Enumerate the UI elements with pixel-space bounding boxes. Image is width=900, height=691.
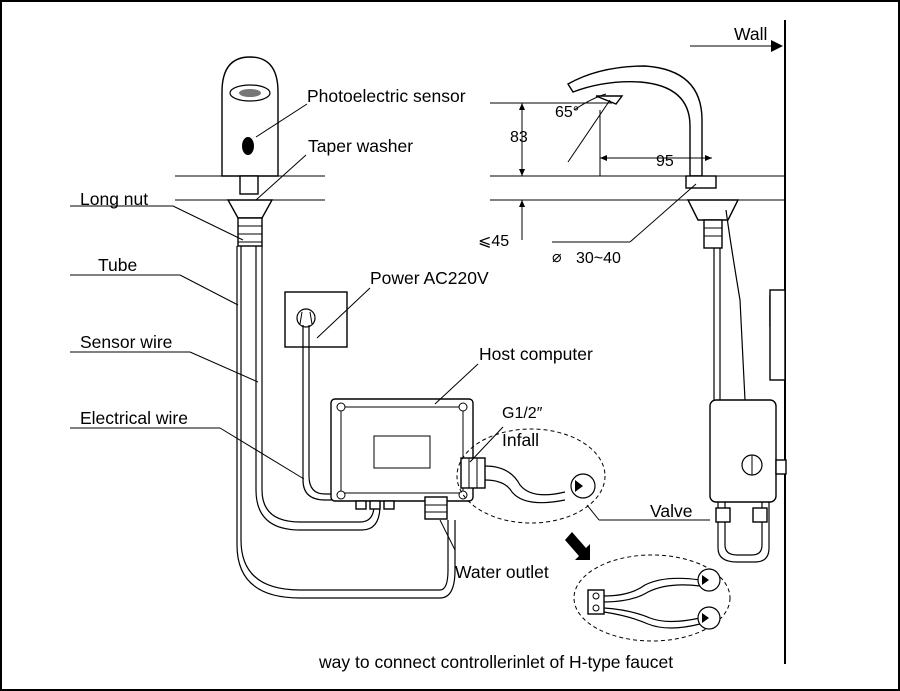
taper-washer-label: Taper washer — [308, 136, 413, 156]
infall-label: Infall — [502, 430, 539, 450]
hole-diameter-label: 30~40 — [576, 250, 621, 267]
caption: way to connect controllerinlet of H-type… — [318, 652, 673, 672]
tube-label: Tube — [98, 255, 137, 275]
angle-label: 65° — [555, 104, 579, 121]
dimension-lines — [490, 93, 712, 243]
thread-label: G1/2″ — [502, 405, 543, 422]
host-computer-label: Host computer — [479, 344, 593, 364]
electrical-wire-label: Electrical wire — [80, 408, 188, 428]
right-faucet — [490, 20, 787, 664]
water-outlet-label: Water outlet — [455, 562, 549, 582]
photoelectric-sensor-icon — [242, 137, 254, 155]
reach-label: 95 — [656, 153, 674, 170]
infall-detail — [456, 428, 606, 524]
power-label: Power AC220V — [370, 268, 489, 288]
wall-label: Wall — [734, 24, 767, 44]
height-label: 83 — [510, 129, 528, 146]
detail-arrow-icon — [565, 532, 590, 560]
leader-lines — [70, 103, 710, 551]
valve-label: Valve — [650, 501, 692, 521]
photoelectric-sensor-label: Photoelectric sensor — [307, 86, 466, 106]
long-nut-label: Long nut — [80, 189, 148, 209]
sensor-wire-label: Sensor wire — [80, 332, 172, 352]
wall-arrow-icon — [771, 40, 783, 52]
diameter-symbol-icon: ⌀ — [552, 249, 562, 266]
deck-thickness-label: ⩽45 — [478, 233, 509, 250]
host-computer-box — [330, 398, 486, 520]
h-type-detail — [573, 554, 731, 642]
left-faucet — [175, 56, 456, 599]
